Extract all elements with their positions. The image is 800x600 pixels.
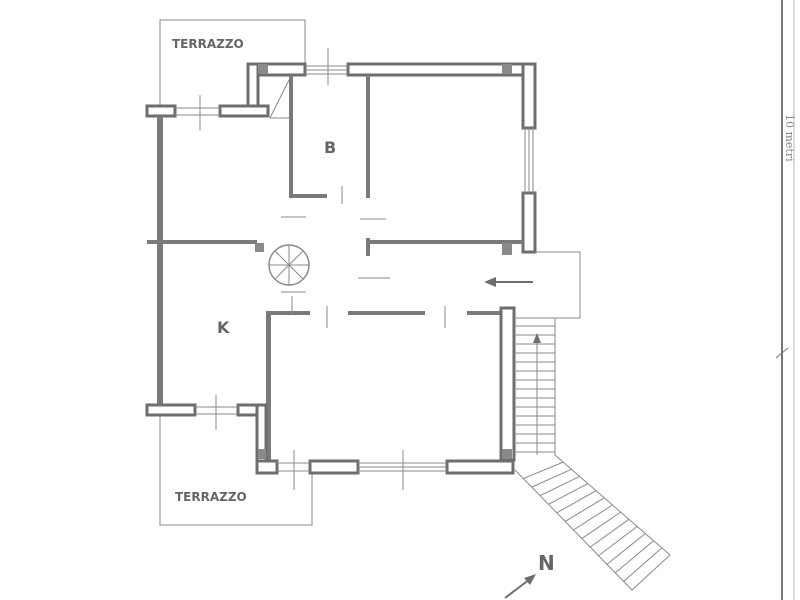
stair-tread bbox=[614, 540, 654, 574]
column bbox=[258, 449, 266, 459]
stair-tread bbox=[623, 547, 663, 582]
entry-arrow-icon bbox=[484, 277, 533, 287]
north-label: N bbox=[538, 551, 555, 575]
bathroom-label: B bbox=[324, 138, 336, 157]
stair-tread bbox=[581, 511, 621, 539]
stair-tread bbox=[573, 504, 613, 531]
stair-tread bbox=[606, 533, 646, 565]
stair-tread bbox=[556, 490, 597, 514]
stair-tread bbox=[589, 518, 630, 548]
walls bbox=[145, 62, 537, 475]
column bbox=[502, 64, 512, 74]
stair-tread bbox=[548, 483, 589, 505]
external-stairs bbox=[514, 317, 671, 591]
stair-tread bbox=[564, 497, 605, 522]
column bbox=[502, 449, 512, 459]
column bbox=[502, 243, 512, 255]
stair-tread bbox=[523, 461, 564, 480]
column bbox=[255, 243, 264, 252]
spiral-stair-icon bbox=[268, 244, 310, 286]
stair-tread bbox=[539, 475, 580, 497]
terrace-bottom-label: TERRAZZO bbox=[175, 490, 247, 504]
windows bbox=[175, 48, 534, 490]
scale-tick bbox=[775, 347, 789, 359]
north-arrow-icon bbox=[504, 574, 536, 599]
stair-up-arrow-icon bbox=[533, 333, 541, 455]
stair-tread bbox=[531, 468, 572, 488]
terrace-top-outline bbox=[159, 19, 306, 106]
kitchen-label: K bbox=[217, 318, 230, 337]
column bbox=[258, 64, 268, 74]
terrace-bottom-outline bbox=[159, 416, 313, 526]
stair-tread bbox=[598, 526, 638, 557]
entrance-outline bbox=[514, 251, 581, 319]
door-marks bbox=[281, 186, 446, 328]
terrace-top-label: TERRAZZO bbox=[172, 37, 244, 51]
scale-label: 10 metri bbox=[783, 114, 796, 162]
